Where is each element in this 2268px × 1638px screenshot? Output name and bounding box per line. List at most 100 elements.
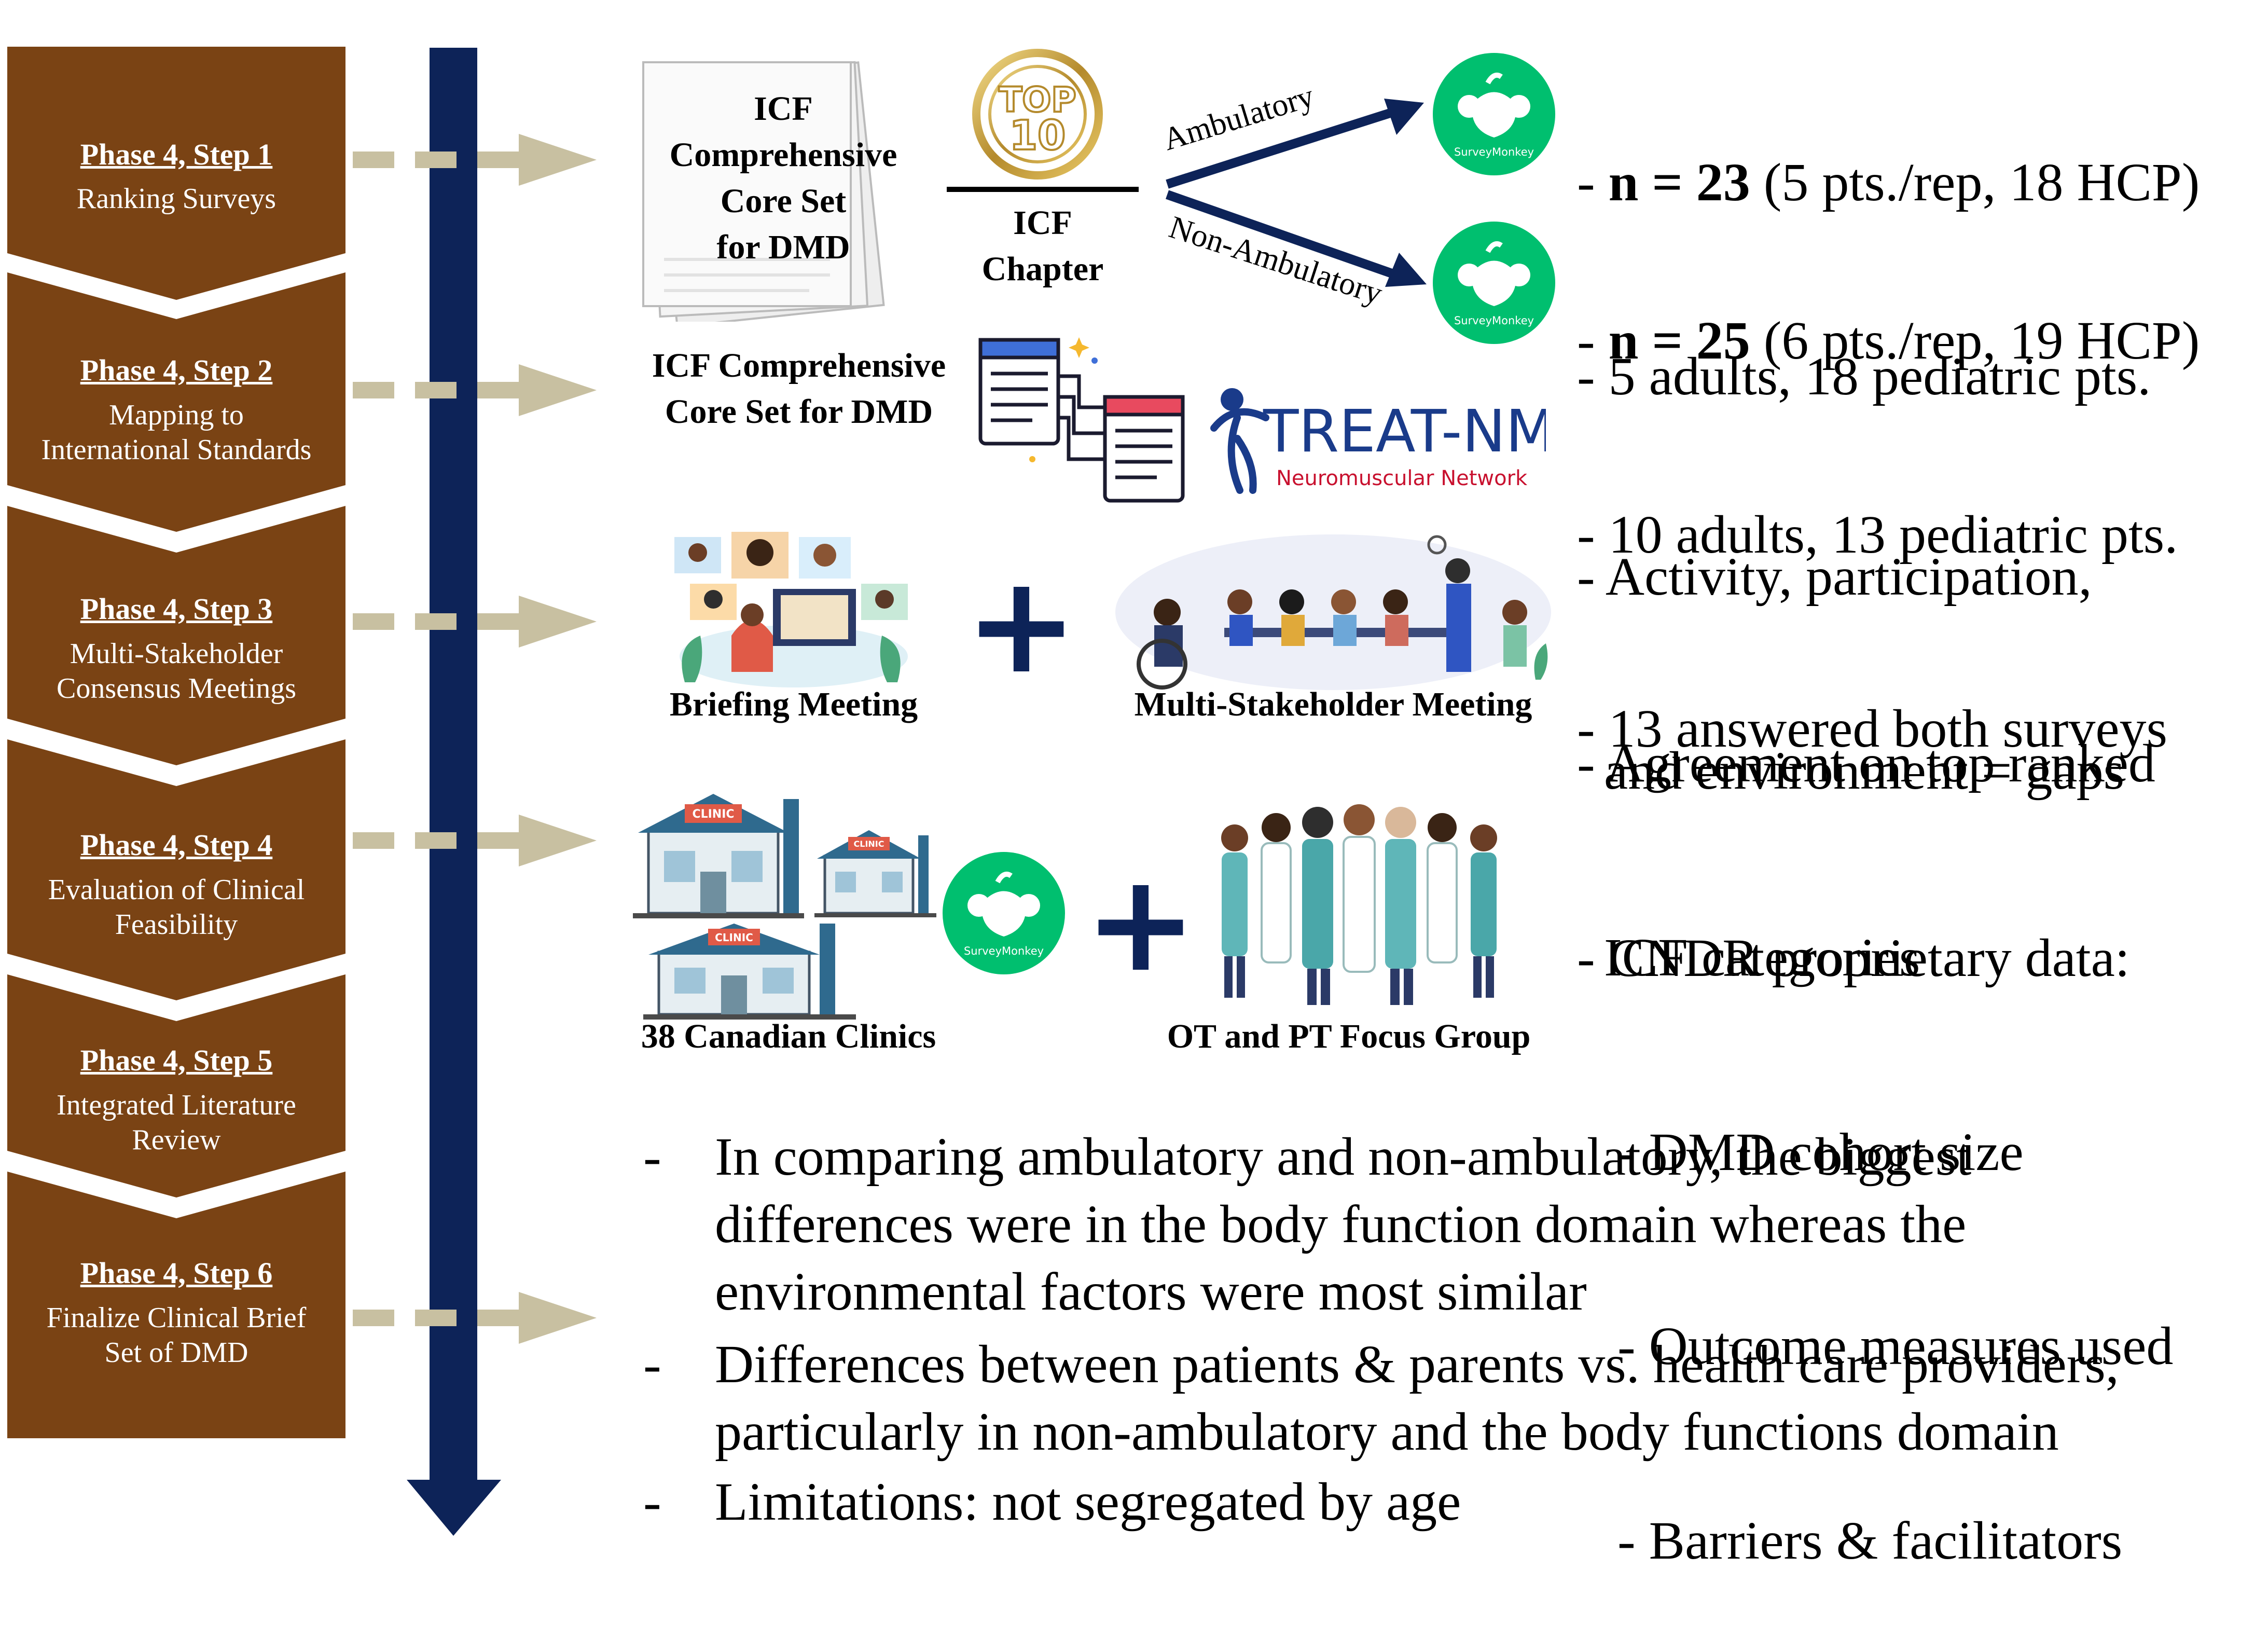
briefing-meeting-label: Briefing Meeting	[669, 685, 918, 723]
plus-sign-step4: +	[1084, 845, 1197, 1002]
treat-nmd-subtitle: Neuromuscular Network	[1276, 466, 1528, 490]
document-label-line-2: Comprehensive	[669, 136, 897, 174]
plus-sign-step3: +	[965, 547, 1078, 704]
conclusion-item-1: - In comparing ambulatory and non-ambula…	[643, 1123, 2251, 1326]
ambulatory-arrowhead	[1384, 99, 1424, 135]
document-label-line-4: for DMD	[716, 228, 850, 267]
conclusion-text-1: In comparing ambulatory and non-ambulato…	[715, 1127, 1972, 1322]
surveymonkey-logo-ambulatory: SurveyMonkey	[1433, 53, 1555, 175]
step2-label-line-2: Core Set for DMD	[665, 393, 933, 431]
dashed-arrow-step-1	[353, 134, 597, 186]
surveymonkey-wordmark: SurveyMonkey	[1454, 314, 1534, 327]
step3-results: - Agreement on top ranked ICF categories	[1577, 602, 2155, 1055]
phase-5-title: Phase 4, Step 5	[80, 1043, 273, 1078]
phase-5-body: Integrated Literature Review	[57, 1089, 296, 1156]
step2-results: - Activity, participation, and environme…	[1577, 415, 2124, 869]
step2-result-line-2: and environment = gaps	[1577, 740, 2125, 801]
focus-group-illustration	[1221, 804, 1497, 1005]
dashed-connector-arrows	[353, 134, 597, 1344]
medal-10-text: 10	[1009, 113, 1066, 159]
phase-4-title: Phase 4, Step 4	[80, 828, 273, 862]
clinics-label: 38 Canadian Clinics	[641, 1017, 936, 1055]
phase-1: Phase 4, Step 1 Ranking Surveys	[7, 114, 345, 239]
step4-result-line-3: - Outcome measures used	[1577, 1316, 2174, 1377]
phase-1-chevron	[7, 47, 345, 300]
phase-4-body: Evaluation of Clinical Feasibility	[48, 873, 305, 941]
medal-top-text: TOP	[999, 80, 1076, 120]
phase-2: Phase 4, Step 2 Mapping to International…	[7, 332, 345, 488]
conclusion-text-3: Limitations: not segregated by age	[715, 1472, 1461, 1532]
step4-results: - CNDR proprietary data: - DMD cohort si…	[1577, 796, 2173, 1638]
timeline-bar	[430, 48, 477, 1480]
phase-5: Phase 4, Step 5 Integrated Literature Re…	[7, 1030, 345, 1170]
clinic-sign-3: CLINIC	[715, 931, 753, 944]
non-ambulatory-n-value: n = 25	[1608, 310, 1750, 370]
clinic-sign-2: CLINIC	[854, 839, 884, 849]
clinics-illustration: CLINIC CLINIC CLINIC	[633, 794, 936, 1020]
focus-group-label: OT and PT Focus Group	[1167, 1017, 1531, 1055]
ambulatory-n-line: - n = 23 (5 pts./rep, 18 HCP)	[1577, 150, 2200, 215]
both-surveys-line: - 13 answered both surveys	[1577, 699, 2167, 759]
dashed-arrow-step-4	[353, 815, 597, 866]
top-10-medal-icon: TOP 10	[972, 49, 1103, 180]
phase-3-title: Phase 4, Step 3	[80, 592, 273, 626]
conclusion-dash-2: -	[643, 1334, 661, 1394]
non-ambulatory-n-line: - n = 25 (6 pts./rep, 19 HCP)	[1577, 309, 2200, 374]
treat-nmd-logo: TREAT-NMD Neuromuscular Network	[1210, 388, 1546, 494]
non-ambulatory-age-line: - 10 adults, 13 pediatric pts.	[1577, 504, 2178, 565]
phase-1-title: Phase 4, Step 1	[80, 137, 273, 171]
phase-4: Phase 4, Step 4 Evaluation of Clinical F…	[7, 807, 345, 962]
document-label: ICF Comprehensive Core Set for DMD	[638, 86, 929, 270]
ambulatory-arrow	[1166, 102, 1413, 189]
phase-chevron-shapes	[7, 47, 345, 1438]
timeline	[353, 48, 597, 1536]
non-ambulatory-arrowhead	[1385, 253, 1427, 287]
step2-label-line-1: ICF Comprehensive	[652, 347, 946, 384]
conclusion-dash-1: -	[643, 1127, 661, 1187]
ambulatory-results: - n = 23 (5 pts./rep, 18 HCP) - 5 adults…	[1577, 21, 2200, 474]
surveymonkey-wordmark: SurveyMonkey	[1454, 146, 1534, 158]
phase-2-body: Mapping to International Standards	[41, 398, 312, 466]
phase-6: Phase 4, Step 6 Finalize Clinical Brief …	[7, 1235, 345, 1391]
chapter-divider	[947, 187, 1139, 192]
clinic-building-1: CLINIC	[633, 794, 804, 918]
step4-result-line-1: - CNDR proprietary data:	[1577, 928, 2130, 988]
phase-6-body: Finalize Clinical Brief Set of DMD	[46, 1301, 307, 1369]
non-ambulatory-n-detail: (6 pts./rep, 19 HCP)	[1750, 310, 2200, 370]
dashed-arrow-step-6	[353, 1292, 597, 1344]
chapter-label-line-2: Chapter	[981, 250, 1104, 288]
multi-stakeholder-meeting-illustration	[1115, 534, 1551, 690]
non-ambulatory-n-prefix: -	[1577, 310, 1609, 370]
briefing-meeting-illustration	[674, 532, 908, 687]
document-label-line-1: ICF	[754, 90, 813, 128]
conclusion-text-2: Differences between patients & parents v…	[715, 1334, 2119, 1462]
dashed-arrow-step-2	[353, 364, 597, 416]
phase-6-title: Phase 4, Step 6	[80, 1256, 273, 1290]
ambulatory-n-prefix: -	[1577, 152, 1609, 212]
conclusion-item-2: - Differences between patients & parents…	[643, 1331, 2251, 1466]
step2-result-line-1: - Activity, participation,	[1577, 546, 2092, 607]
treat-nmd-title: TREAT-NMD	[1263, 398, 1546, 465]
branch-arrows: Ambulatory Non-Ambulatory	[1159, 83, 1427, 311]
surveymonkey-logo-non-ambulatory: SurveyMonkey	[1433, 222, 1555, 344]
dashed-arrow-step-3	[353, 596, 597, 648]
conclusion-dash-3: -	[643, 1472, 661, 1532]
non-ambulatory-arrow	[1166, 190, 1413, 285]
document-stack-icon	[642, 61, 885, 322]
phase-3-body: Multi-Stakeholder Consensus Meetings	[57, 637, 296, 705]
chapter-label-line-1: ICF	[1013, 204, 1072, 242]
clinic-building-2: CLINIC	[814, 830, 936, 917]
non-ambulatory-results: - n = 25 (6 pts./rep, 19 HCP) - 10 adult…	[1577, 179, 2200, 827]
chapter-label: ICF Chapter	[944, 200, 1141, 292]
conclusion-item-3: - Limitations: not segregated by age	[643, 1468, 2251, 1536]
document-label-line-3: Core Set	[720, 182, 847, 221]
phase-6-chevron	[7, 1172, 345, 1438]
surveymonkey-wordmark: SurveyMonkey	[964, 945, 1044, 957]
step3-result-line-1: - Agreement on top ranked	[1577, 733, 2155, 793]
clinic-sign-1: CLINIC	[692, 808, 734, 821]
timeline-arrowhead	[407, 1480, 501, 1536]
ambulatory-n-value: n = 23	[1608, 152, 1750, 212]
phase-4-chevron	[7, 739, 345, 1000]
phase-2-title: Phase 4, Step 2	[80, 353, 273, 388]
surveymonkey-logo-clinics: SurveyMonkey	[943, 852, 1065, 974]
